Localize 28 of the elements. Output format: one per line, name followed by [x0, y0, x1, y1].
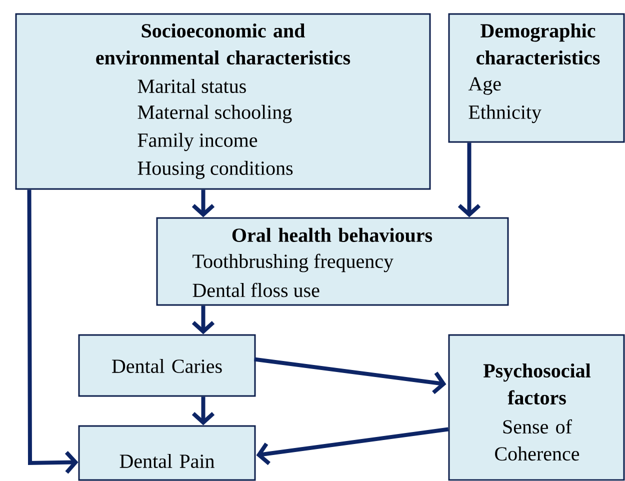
item-text: Dental floss use — [192, 282, 320, 298]
arrow — [256, 427, 449, 466]
item-text: Maternal schooling — [138, 104, 292, 124]
heading: Socioeconomic and environmental characteristics — [96, 23, 350, 65]
box-text: Dental Caries — [112, 358, 222, 374]
arrow — [458, 142, 481, 218]
arrow — [254, 357, 446, 394]
box — [448, 13, 625, 143]
box-text: Dental Pain — [120, 454, 214, 468]
heading: Demographic characteristics — [476, 23, 600, 65]
box — [78, 334, 256, 397]
item-text: Ethnicity — [468, 104, 542, 124]
arrow — [27, 190, 78, 474]
item-text: Toothbrushing frequency — [192, 254, 394, 272]
box-text: Sense of Coherence — [495, 419, 580, 461]
arrow — [192, 306, 215, 334]
arrow — [192, 190, 215, 218]
arrow — [192, 396, 215, 426]
box — [156, 217, 509, 306]
heading: Oral health behaviours — [232, 228, 432, 242]
box — [15, 13, 431, 190]
box — [78, 425, 256, 481]
item-text: Family income — [138, 132, 258, 152]
item-text: Age — [468, 77, 501, 95]
item-text: Housing conditions — [138, 160, 293, 180]
item-text: Marital status — [138, 78, 246, 94]
box — [448, 334, 625, 481]
heading: Psychosocial factors — [483, 363, 591, 405]
